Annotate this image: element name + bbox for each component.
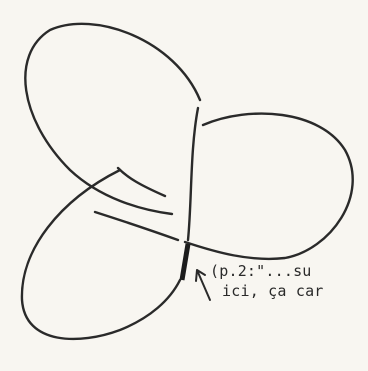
- annotation-line-2: ici, ça car: [222, 282, 324, 300]
- knot-strand-upper-lobe: [24, 22, 202, 216]
- knot-strand-right-lobe: [183, 112, 354, 261]
- knot-strand-left-lobe: [20, 168, 182, 341]
- highlighted-knot-segment: [179, 243, 191, 281]
- knot-strand-upper-connector: [116, 166, 167, 198]
- annotation-line-1: (p.2:"...su: [210, 262, 312, 280]
- knot-strand-cross-link: [93, 210, 180, 242]
- pointer-arrow: [195, 269, 211, 301]
- knot-strand-central-descent: [186, 106, 200, 242]
